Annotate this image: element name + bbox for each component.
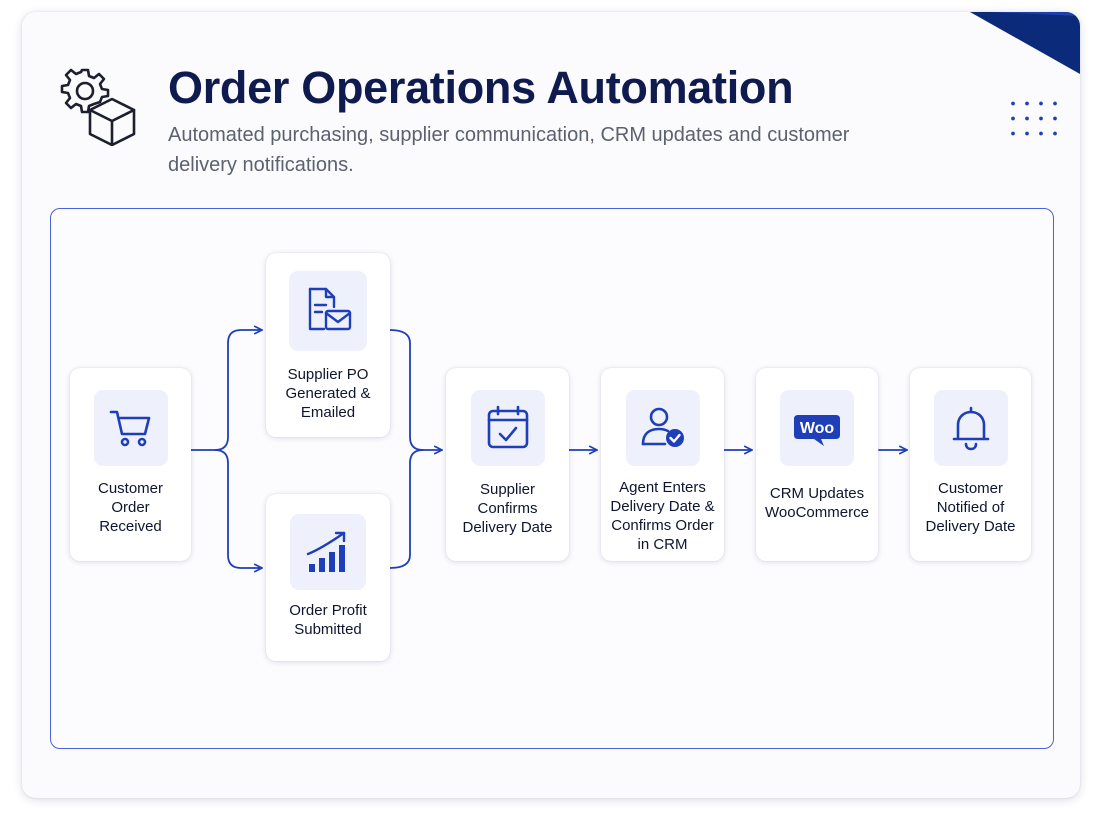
step-supplier-confirms-delivery: Supplier Confirms Delivery Date <box>446 368 569 561</box>
icon-tile <box>93 390 168 466</box>
woocommerce-icon: Woo <box>794 415 840 446</box>
icon-tile <box>290 514 366 590</box>
step-crm-updates-woocommerce: Woo CRM Updates WooCommerce <box>756 368 878 561</box>
step-label: Supplier PO Generated & Emailed <box>285 366 371 421</box>
bar-chart-growth-icon <box>306 531 346 572</box>
woocommerce-icon-text: Woo <box>800 420 835 437</box>
decorative-dot-grid <box>1006 96 1062 136</box>
calendar-check-icon <box>487 405 528 449</box>
step-label: Customer Notified of Delivery Date <box>925 480 1016 535</box>
step-customer-notified: Customer Notified of Delivery Date <box>910 368 1031 561</box>
icon-tile: Woo <box>780 390 854 466</box>
user-check-icon <box>641 407 684 447</box>
step-label: Supplier Confirms Delivery Date <box>462 481 553 536</box>
step-customer-order-received: Customer Order Received <box>70 368 191 561</box>
bell-icon <box>952 406 989 451</box>
shopping-cart-icon <box>109 410 150 447</box>
corner-ribbon <box>970 12 1080 74</box>
icon-tile <box>289 271 367 351</box>
step-label: CRM Updates WooCommerce <box>765 485 869 521</box>
step-label: Customer Order Received <box>97 480 164 535</box>
step-label: Order Profit Submitted <box>289 602 367 638</box>
icon-tile <box>625 390 700 466</box>
step-order-profit-submitted: Order Profit Submitted <box>266 494 390 661</box>
page-title: Order Operations Automation <box>168 62 794 113</box>
step-supplier-po-generated: Supplier PO Generated & Emailed <box>266 253 390 437</box>
gear-box-icon <box>60 68 136 146</box>
step-label: Agent Enters Delivery Date & Confirms Or… <box>610 479 715 553</box>
icon-tile <box>933 390 1008 466</box>
document-mail-icon <box>308 287 352 331</box>
icon-tile <box>470 390 545 466</box>
page-subtitle: Automated purchasing, supplier communica… <box>168 124 850 176</box>
step-agent-enters-delivery: Agent Enters Delivery Date & Confirms Or… <box>601 368 724 561</box>
